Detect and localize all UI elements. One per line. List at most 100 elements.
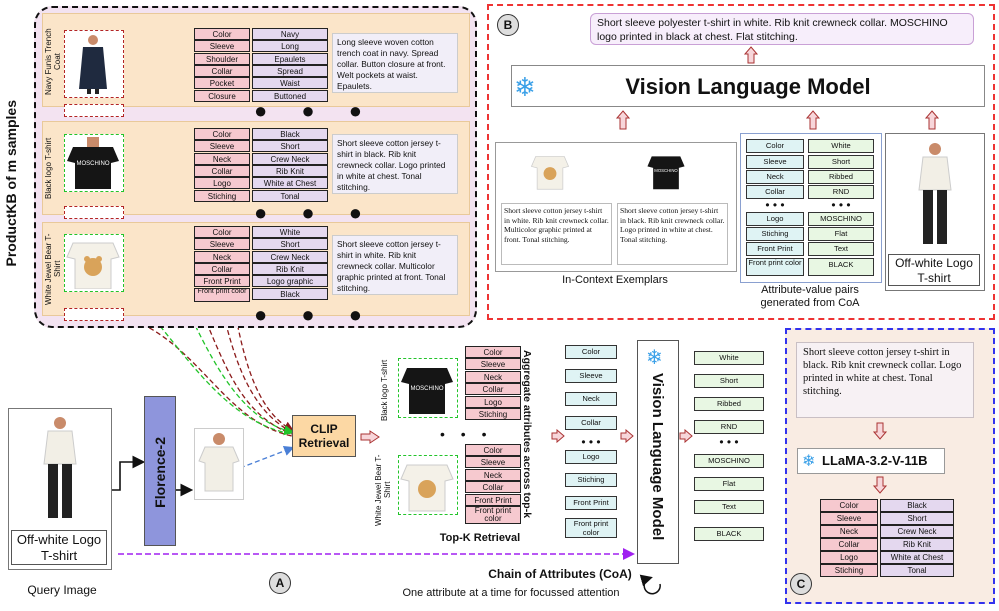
kb-attr-value: Crew Neck	[252, 152, 328, 165]
badge-b: B	[497, 14, 519, 36]
kb-attr-value: Crew Neck	[252, 250, 328, 263]
c-attr-key: Neck	[820, 525, 878, 538]
topk-name: Black logo T-shirt	[380, 359, 389, 421]
up-arrow-icon	[744, 46, 758, 64]
attr-key: Collar	[746, 185, 804, 199]
kb-item-name: Black logo T-shirt	[44, 137, 53, 199]
trench-coat-image	[64, 30, 124, 98]
exemplar-text: Short sleeve cotton jersey t-shirt in wh…	[501, 203, 612, 265]
black-tshirt-image: MOSCHINO	[64, 134, 124, 192]
agg-key: Logo	[565, 450, 617, 464]
kb-attr-value: Waist	[252, 77, 328, 90]
right-arrow-icon	[360, 430, 380, 444]
kb-side-label: ProductKB of m samples	[3, 100, 19, 267]
query-image-label: Query Image	[27, 583, 97, 597]
cropped-tshirt-image	[194, 428, 244, 500]
topk-attr-key: Collar	[465, 383, 521, 396]
agg-dots: • • •	[581, 435, 601, 449]
up-arrow-icon	[806, 110, 820, 130]
kb-side-label-wrap: ProductKB of m samples	[3, 100, 25, 266]
topk-black-image: MOSCHINO	[398, 358, 458, 418]
kb-attr-value: Short	[252, 140, 328, 153]
right-arrow-icon	[620, 429, 634, 443]
kb-attr-value: Long	[252, 40, 328, 53]
topk-attr-key: Collar	[465, 481, 521, 494]
kb-attr-value: Buttoned	[252, 89, 328, 102]
kb-attr-value: Short	[252, 238, 328, 251]
exemplar-bear-image	[530, 146, 570, 194]
out-value: Ribbed	[694, 397, 764, 411]
out-value: MOSCHINO	[694, 454, 764, 468]
kb-attr-key: Front Print	[194, 275, 250, 288]
kb-attr-value: Spread	[252, 64, 328, 77]
out-value: Text	[694, 500, 764, 514]
out-value: Flat	[694, 477, 764, 491]
topk-attr-key: Stiching	[465, 408, 521, 420]
agg-key: Front Print	[565, 496, 617, 510]
agg-key: Neck	[565, 392, 617, 406]
kb-dots: ● ● ●	[254, 98, 377, 123]
kb-attr-key: Neck	[194, 250, 250, 263]
attr-value: White	[808, 139, 874, 153]
c-attr-key: Stiching	[820, 564, 878, 577]
kb-attr-key: Logo	[194, 177, 250, 190]
kb-attr-value: Black	[252, 128, 328, 140]
kb-attr-key: Pocket	[194, 77, 250, 90]
panel-b	[487, 4, 995, 320]
kb-attr-value: White at Chest	[252, 177, 328, 190]
attr-key: Front print color	[746, 258, 804, 276]
kb-attr-key: Collar	[194, 164, 250, 177]
c-attr-key: Collar	[820, 538, 878, 551]
topk-attr-key: Color	[465, 346, 521, 358]
kb-placeholder	[64, 206, 124, 219]
kb-attr-value: White	[252, 226, 328, 238]
kb-attr-key: Collar	[194, 262, 250, 275]
kb-description: Long sleeve woven cotton trench coat in …	[332, 33, 458, 93]
vlm-title: Vision Language Model	[625, 74, 871, 99]
kb-attr-value: Navy	[252, 28, 328, 40]
out-dots: • • •	[719, 435, 739, 449]
kb-dots: ● ● ●	[254, 200, 377, 225]
kb-attr-key: Stiching	[194, 189, 250, 202]
topk-attr-key: Front print color	[465, 506, 521, 524]
down-arrow-icon	[873, 422, 887, 440]
svg-text:MOSCHINO: MOSCHINO	[77, 161, 110, 167]
svg-text:MOSCHINO: MOSCHINO	[411, 386, 444, 392]
kb-attr-key: Sleeve	[194, 140, 250, 153]
attr-key: Neck	[746, 170, 804, 184]
topk-label: Top-K Retrieval	[439, 532, 521, 544]
up-arrow-icon	[616, 110, 630, 130]
topk-dots: • • •	[440, 426, 493, 442]
exemplar-black-image: MOSCHINO	[646, 146, 686, 194]
badge-c: C	[790, 573, 812, 595]
c-attr-key: Sleeve	[820, 512, 878, 525]
attr-value: Flat	[808, 227, 874, 241]
attr-key: Sleeve	[746, 155, 804, 169]
kb-item-name: White Jewel Bear T-Shirt	[44, 233, 62, 305]
agg-key: Front print color	[565, 518, 617, 538]
c-attr-value: White at Chest	[880, 551, 954, 564]
topk-attr-key: Front Print	[465, 493, 521, 506]
florence-box: Florence-2	[144, 396, 176, 546]
kb-dots: ● ● ●	[254, 302, 377, 327]
kb-attr-key: Shoulder	[194, 52, 250, 65]
aggregate-label: Aggregate attributes across top-k	[521, 350, 533, 519]
svg-text:MOSCHINO: MOSCHINO	[654, 168, 678, 173]
attr-key: Stiching	[746, 227, 804, 241]
snowflake-icon: ❄	[646, 347, 663, 369]
vlm-vertical-label: Vision Language Model	[649, 373, 666, 541]
attr-dots: • • •	[831, 198, 851, 212]
topk-attr-key: Neck	[465, 370, 521, 383]
topk-attr-key: Color	[465, 444, 521, 456]
topk-attr-key: Neck	[465, 468, 521, 481]
topk-bear-image	[398, 455, 458, 515]
c-attr-key: Logo	[820, 551, 878, 564]
kb-attr-key: Color	[194, 28, 250, 40]
kb-description: Short sleeve cotton jersey t-shirt in wh…	[332, 235, 458, 295]
kb-placeholder	[64, 104, 124, 117]
vlm-box-b: Vision Language Model	[511, 65, 985, 107]
panel-c-description: Short sleeve cotton jersey t-shirt in bl…	[796, 342, 974, 418]
kb-placeholder	[64, 308, 124, 321]
kb-attr-value: Tonal	[252, 189, 328, 202]
attr-value: RND	[808, 185, 874, 199]
